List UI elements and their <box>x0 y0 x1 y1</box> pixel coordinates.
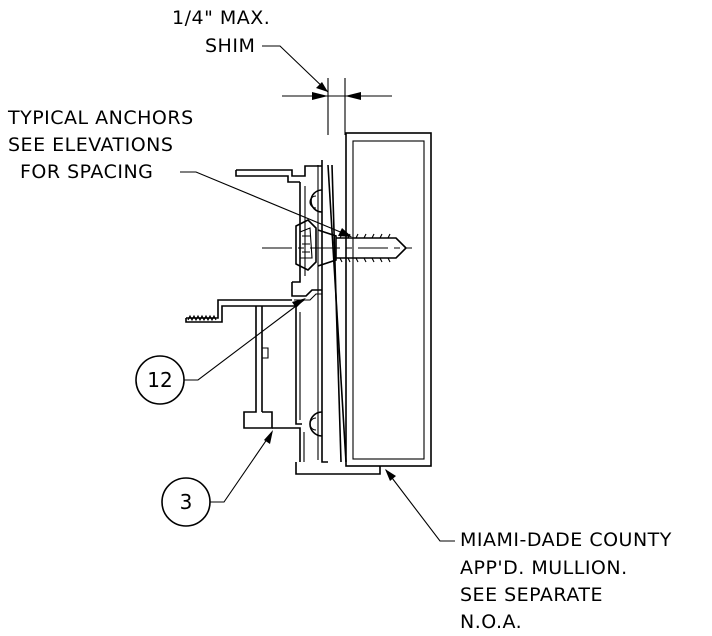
anchors-leader <box>180 171 352 237</box>
callout-12-label: 12 <box>147 368 172 392</box>
mullion-note-line-4: N.O.A. <box>460 611 522 633</box>
callout-3-label: 3 <box>180 490 193 514</box>
mullion-note-line-3: SEE SEPARATE <box>460 584 603 606</box>
mullion-tube <box>345 132 432 467</box>
anchors-note-line-2: SEE ELEVATIONS <box>8 134 173 156</box>
shim-dimension <box>262 45 392 135</box>
anchor-screw <box>262 229 412 267</box>
shim <box>327 164 347 463</box>
callout-12: 12 <box>135 298 306 405</box>
anchors-note-line-1: TYPICAL ANCHORS <box>7 107 194 129</box>
shim-note-line-2: SHIM <box>205 35 255 57</box>
shim-note-line-1: 1/4" MAX. <box>172 7 270 29</box>
mullion-note-line-1: MIAMI-DADE COUNTY <box>460 529 672 551</box>
mullion-note-line-2: APP'D. MULLION. <box>460 557 628 579</box>
mullion-leader <box>385 469 455 542</box>
callout-3: 3 <box>161 430 273 527</box>
anchors-note-line-3: FOR SPACING <box>20 161 153 183</box>
frame-extrusion <box>185 160 381 475</box>
